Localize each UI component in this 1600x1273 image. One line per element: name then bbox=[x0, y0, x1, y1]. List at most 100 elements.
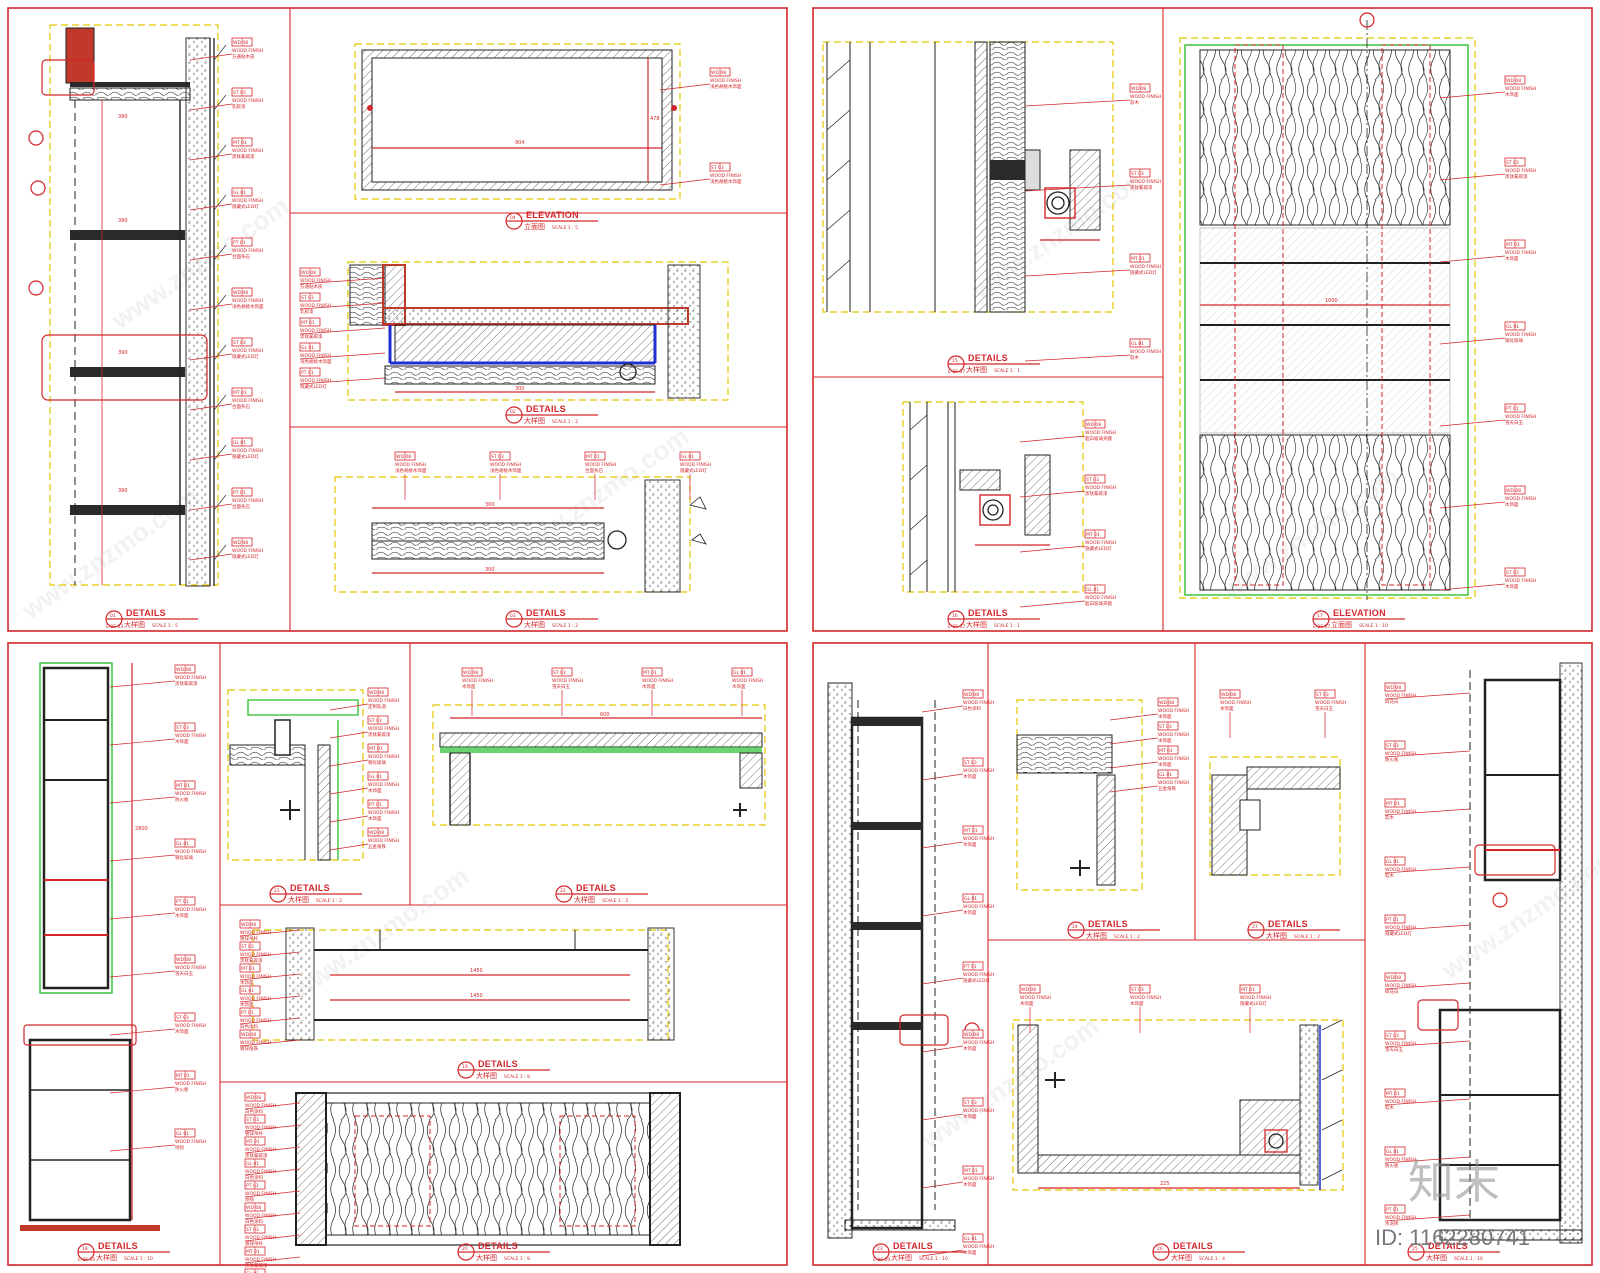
material-callout-label: 木饰面 bbox=[963, 1113, 977, 1120]
material-callout-label: 浅色胡桃木饰面 bbox=[395, 467, 427, 474]
material-callout-label: 木饰面 bbox=[963, 909, 977, 916]
drawing-subtitle: 大样图 bbox=[1426, 1253, 1447, 1262]
material-finish-type: WOOD FINISH bbox=[1020, 995, 1051, 1001]
material-finish-type: WOOD FINISH bbox=[245, 1103, 276, 1109]
material-callout-label: 木饰面 bbox=[1158, 761, 1172, 768]
material-callout-label: 木饰面 bbox=[732, 683, 746, 690]
material-finish-type: WOOD FINISH bbox=[1505, 86, 1536, 92]
material-finish-type: WOOD FINISH bbox=[395, 462, 426, 468]
drawing-17-elevation: 1000 bbox=[1179, 12, 1476, 600]
drawing-scale: SCALE 1 : 4 bbox=[1199, 1256, 1225, 1262]
material-code: GL 01 bbox=[733, 670, 746, 676]
material-code: MT 01 bbox=[241, 966, 255, 972]
material-callout-label: 木饰面 bbox=[963, 1249, 977, 1256]
material-finish-type: WOOD FINISH bbox=[175, 1081, 206, 1087]
material-code: WD 08 bbox=[1221, 692, 1236, 698]
material-callout-label: 碎花白 bbox=[1385, 698, 1399, 705]
drawing-number: 17 bbox=[1317, 613, 1323, 619]
drawing-scale: SCALE 1 : 10 bbox=[919, 1256, 948, 1262]
material-callout-label: 乳胶漆 bbox=[300, 308, 314, 315]
material-callout-label: 地毯 bbox=[175, 1144, 184, 1151]
material-finish-type: WOOD FINISH bbox=[368, 782, 399, 788]
material-callout-label: 黑钛氟碳漆 bbox=[232, 153, 255, 160]
material-finish-type: WOOD FINISH bbox=[368, 810, 399, 816]
material-finish-type: WOOD FINISH bbox=[232, 448, 263, 454]
material-finish-type: WOOD FINISH bbox=[240, 930, 271, 936]
material-code: GL 01 bbox=[176, 1131, 189, 1137]
material-code: GL 01 bbox=[1386, 859, 1399, 865]
material-callout-label: 木饰面 bbox=[462, 683, 476, 690]
sheet-reference: E-2F-07 bbox=[1313, 624, 1330, 630]
material-code: GL 01 bbox=[1086, 587, 1099, 593]
material-callout-label: 木饰面 bbox=[1505, 91, 1519, 98]
material-code: ST 03 bbox=[491, 454, 504, 460]
drawing-scale: SCALE 1 : 2 bbox=[316, 898, 342, 904]
drawing-subtitle: 大样图 bbox=[476, 1253, 497, 1262]
material-code: ST 03 bbox=[369, 718, 382, 724]
material-code: WD 08 bbox=[233, 40, 248, 46]
material-finish-type: WOOD FINISH bbox=[552, 678, 583, 684]
material-code: PT 01 bbox=[176, 899, 189, 905]
material-finish-type: WOOD FINISH bbox=[1315, 700, 1346, 706]
material-finish-type: WOOD FINISH bbox=[245, 1169, 276, 1175]
material-finish-type: WOOD FINISH bbox=[1130, 94, 1161, 100]
material-finish-type: WOOD FINISH bbox=[1385, 1041, 1416, 1047]
material-callout-label: 黑钛氟碳漆 bbox=[1130, 184, 1153, 191]
material-callout-label: 软木 bbox=[1385, 872, 1394, 879]
material-code: MT 01 bbox=[301, 320, 315, 326]
material-finish-type: WOOD FINISH bbox=[1505, 578, 1536, 584]
material-callout-label: 镀锌吊杆 bbox=[245, 1240, 263, 1247]
svg-text:300: 300 bbox=[485, 502, 495, 508]
material-finish-type: WOOD FINISH bbox=[963, 972, 994, 978]
material-callout-label: 防火板 bbox=[1385, 1162, 1399, 1169]
drawing-03-detail: 300 300 bbox=[334, 476, 707, 593]
sheet-frame-bottom-right bbox=[812, 642, 1593, 1266]
svg-text:2800: 2800 bbox=[135, 826, 148, 832]
material-callout-label: 方通贴木皮 bbox=[232, 53, 255, 60]
drawing-number: 02 bbox=[510, 409, 516, 415]
material-code: MT 01 bbox=[1386, 801, 1400, 807]
material-finish-type: WOOD FINISH bbox=[1158, 780, 1189, 786]
material-code: WD 08 bbox=[301, 270, 316, 276]
material-code: ST 03 bbox=[176, 725, 189, 731]
drawing-number: 24 bbox=[1072, 924, 1078, 930]
svg-text:www.znzmo.com: www.znzmo.com bbox=[915, 1011, 1104, 1156]
material-code: MT 01 bbox=[233, 140, 247, 146]
material-callout-label: 雪天白玉 bbox=[1385, 1046, 1403, 1053]
material-code: PT 01 bbox=[1386, 1207, 1399, 1213]
material-finish-type: WOOD FINISH bbox=[462, 678, 493, 684]
drawing-title: DETAILS bbox=[968, 608, 1008, 618]
material-finish-type: WOOD FINISH bbox=[642, 678, 673, 684]
material-callout-label: 软木 bbox=[1130, 99, 1139, 106]
material-code: GL 01 bbox=[369, 774, 382, 780]
sheet-reference: E-2F-07 bbox=[948, 624, 965, 630]
drawing-scale: SCALE 1 : 2 bbox=[552, 419, 578, 425]
material-callout-label: 防火板 bbox=[1385, 756, 1399, 763]
drawing-18-cabinet: 2800 bbox=[20, 662, 160, 1231]
material-finish-type: WOOD FINISH bbox=[232, 248, 263, 254]
